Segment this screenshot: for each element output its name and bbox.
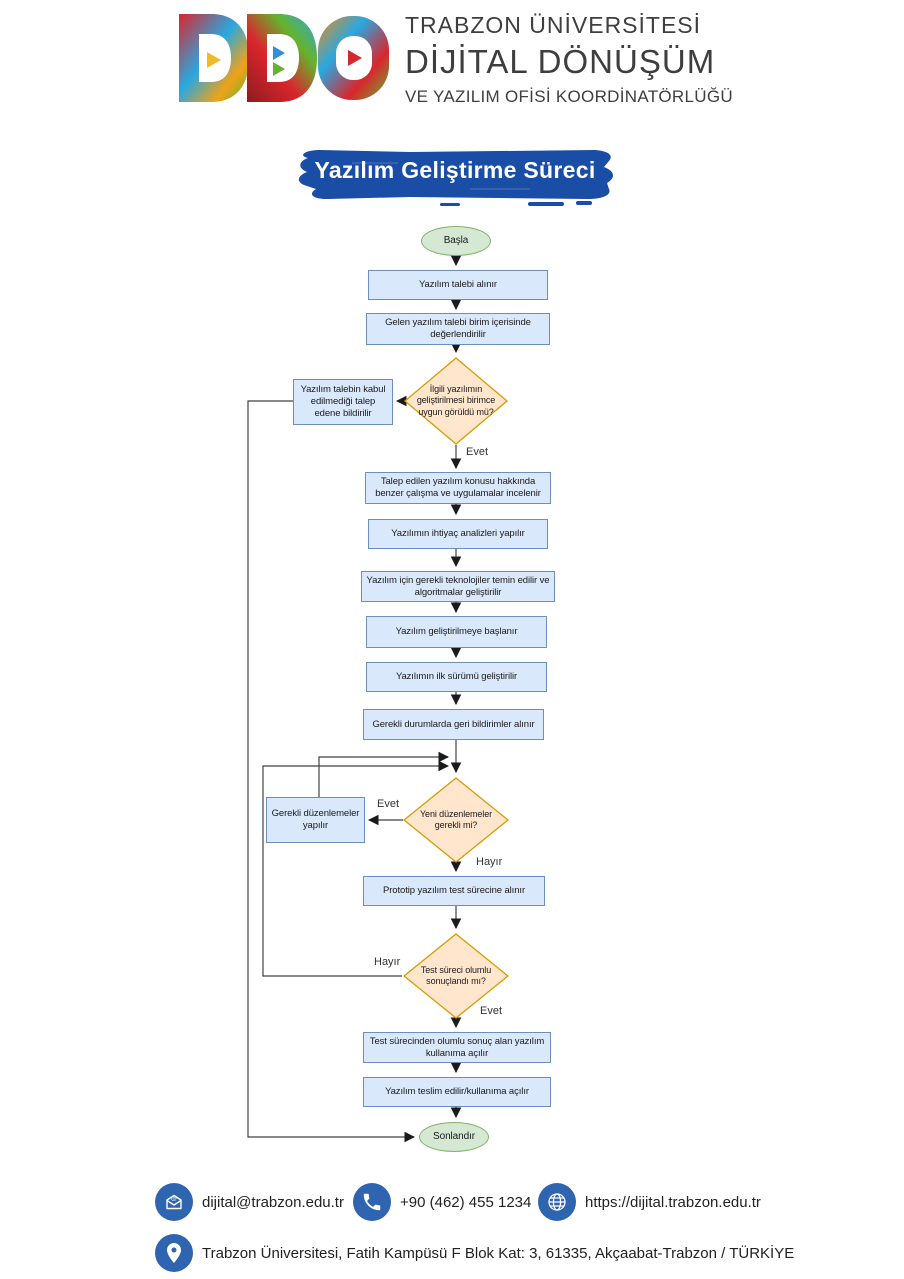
title-banner: Yazılım Geliştirme Süreci	[290, 142, 620, 210]
edge-label-evet: Evet	[480, 1005, 503, 1017]
flow-node-label: Prototip yazılım test sürecine alınır	[382, 885, 526, 897]
flow-node-label: Yazılım talebin kabul edilmediği talep e…	[300, 384, 386, 419]
edge-label-hayir: Hayır	[476, 856, 503, 868]
flow-node-dev-start: Yazılım geliştirilmeye başlanır	[366, 616, 547, 648]
flow-node-label: Test sürecinden olumlu sonuç alan yazılı…	[369, 1035, 545, 1059]
flow-node-label: Yazılım geliştirilmeye başlanır	[395, 626, 518, 638]
flow-node-first-version: Yazılımın ilk sürümü geliştirilir	[366, 662, 547, 692]
contact-email-text: dijital@trabzon.edu.tr	[202, 1193, 344, 1211]
ddo-logo	[177, 8, 389, 113]
email-icon: @	[155, 1183, 193, 1221]
university-name: TRABZON ÜNİVERSİTESİ	[405, 12, 702, 38]
brush-stroke-shape	[298, 150, 613, 206]
contact-phone-text: +90 (462) 455 1234	[400, 1193, 532, 1211]
flow-node-needs-analysis: Yazılımın ihtiyaç analizleri yapılır	[368, 519, 548, 549]
flow-node-label: Yazılım talebi alınır	[419, 279, 497, 291]
flow-node-label: Başla	[443, 234, 469, 246]
page-title: Yazılım Geliştirme Süreci	[314, 156, 596, 183]
flow-node-label: Gerekli durumlarda geri bildirimler alın…	[372, 718, 535, 730]
flow-node-label: İlgili yazılımın geliştirilmesi birimce …	[416, 384, 496, 417]
flow-node-label: Gerekli düzenlemeler yapılır	[271, 808, 360, 831]
flow-node-feedback: Gerekli durumlarda geri bildirimler alın…	[363, 709, 544, 740]
flow-node-request-evaluated: Gelen yazılım talebi birim içerisinde de…	[366, 313, 550, 345]
flow-node-label: Yeni düzenlemeler gerekli mi?	[419, 808, 493, 830]
flow-node-tech-prep: Yazılım için gerekli teknolojiler temin …	[361, 571, 555, 602]
flow-decision-approval: İlgili yazılımın geliştirilmesi birimce …	[404, 357, 508, 445]
flow-node-request-received: Yazılım talebi alınır	[368, 270, 548, 300]
flow-node-label: Sonlandır	[433, 1130, 475, 1142]
flow-decision-new-edits: Yeni düzenlemeler gerekli mi?	[403, 777, 509, 863]
ddo-logo-icon	[179, 14, 389, 102]
contact-address: Trabzon Üniversitesi, Fatih Kampüsü F Bl…	[155, 1234, 794, 1272]
header-text-block: TRABZON ÜNİVERSİTESİ DİJİTAL DÖNÜŞÜM VE …	[405, 12, 733, 107]
contact-website-text: https://dijital.trabzon.edu.tr	[585, 1193, 761, 1211]
flow-node-prototype-test: Prototip yazılım test sürecine alınır	[363, 876, 545, 906]
location-pin-icon	[155, 1234, 193, 1272]
office-subtitle: VE YAZILIM OFİSİ KOORDİNATÖRLÜĞÜ	[405, 87, 733, 106]
edge-label-hayir: Hayır	[374, 956, 401, 968]
edge-label-evet: Evet	[377, 798, 400, 810]
flow-node-reject-notice: Yazılım talebin kabul edilmediği talep e…	[293, 379, 393, 425]
flow-node-start: Başla	[421, 226, 491, 256]
diamond-shape	[404, 357, 508, 445]
flow-node-edits-done: Gerekli düzenlemeler yapılır	[266, 797, 365, 843]
flow-node-label: Yazılımın ilk sürümü geliştirilir	[395, 671, 518, 683]
flow-node-label: Test süreci olumlu sonuçlandı mı?	[420, 964, 492, 986]
flow-node-research: Talep edilen yazılım konusu hakkında ben…	[365, 472, 551, 504]
contact-address-text: Trabzon Üniversitesi, Fatih Kampüsü F Bl…	[202, 1244, 795, 1262]
contact-email: @ dijital@trabzon.edu.tr	[155, 1183, 344, 1221]
office-name: DİJİTAL DÖNÜŞÜM	[405, 43, 716, 80]
globe-icon	[538, 1183, 576, 1221]
flow-node-end: Sonlandır	[419, 1122, 489, 1152]
flow-node-delivery: Yazılım teslim edilir/kullanıma açılır	[363, 1077, 551, 1107]
flow-node-release-ready: Test sürecinden olumlu sonuç alan yazılı…	[363, 1032, 551, 1063]
svg-text:@: @	[171, 1194, 178, 1202]
contact-phone: +90 (462) 455 1234	[353, 1183, 531, 1221]
flow-node-label: Talep edilen yazılım konusu hakkında ben…	[375, 476, 541, 499]
phone-icon	[353, 1183, 391, 1221]
edge-label-evet: Evet	[466, 446, 489, 458]
flow-node-label: Yazılım için gerekli teknolojiler temin …	[366, 574, 550, 598]
contact-website: https://dijital.trabzon.edu.tr	[538, 1183, 761, 1221]
flow-node-label: Yazılımın ihtiyaç analizleri yapılır	[391, 528, 525, 540]
flow-node-label: Yazılım teslim edilir/kullanıma açılır	[385, 1086, 529, 1098]
flow-node-label: Gelen yazılım talebi birim içerisinde de…	[385, 317, 531, 340]
